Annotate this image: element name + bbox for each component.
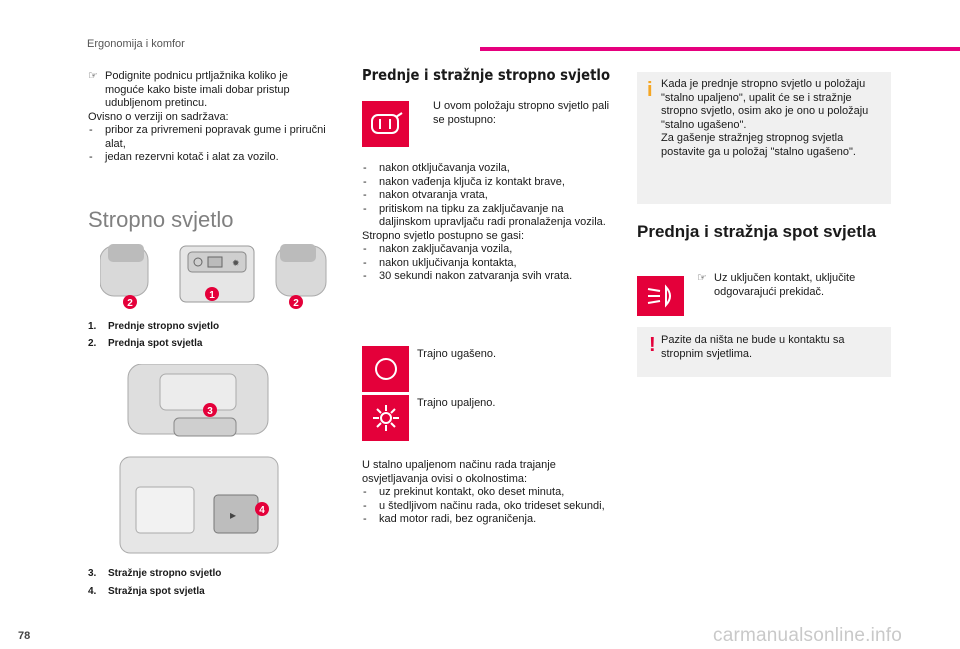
intro-item: jedan rezervni kotač i alat za vozilo. (88, 151, 328, 165)
list-item: u štedljivom načinu rada, oko trideset s… (362, 500, 617, 514)
sun-on-icon (372, 405, 399, 431)
duration-intro: U stalno upaljenom načinu rada trajanje … (362, 459, 556, 485)
off-mode-label: Trajno ugašeno. (417, 348, 497, 360)
figure-label: 2 (127, 298, 133, 309)
figure-label: 1 (209, 290, 215, 301)
list-item: nakon otvaranja vrata, (362, 189, 617, 203)
info-box: i Kada je prednje stropno svjetlo u polo… (637, 72, 891, 204)
info-icon: i (647, 79, 653, 101)
list-item: nakon uključivanja kontakta, (362, 257, 617, 271)
list-item: 30 sekundi nakon zatvaranja svih vrata. (362, 270, 617, 284)
intro-item: pribor za privremeni popravak gume i pri… (88, 124, 328, 151)
pointer-icon: ☞ (88, 70, 98, 82)
caption-2: 2.Prednja spot svjetla (88, 338, 203, 349)
off-mode-icon-box (362, 346, 409, 392)
spot-instruction: ☞ Uz uključen kontakt, uključite odgovar… (697, 272, 856, 298)
figure-label: 2 (293, 298, 299, 309)
rear-ceiling-light-figure: 3 (118, 364, 278, 446)
figure-label: 4 (259, 505, 265, 516)
page-section-title: Stropno svjetlo (88, 207, 234, 232)
info-text: Kada je prednje stropno svjetlo u položa… (661, 78, 869, 158)
warning-text: Pazite da ništa ne bude u kontaktu sa st… (661, 334, 845, 360)
front-ceiling-light-figure: ✹ 2 1 2 (100, 240, 328, 312)
spot-light-icon (647, 284, 671, 308)
off-intro: Stropno svjetlo postupno se gasi: (362, 229, 525, 242)
warning-icon: ! (649, 334, 656, 356)
door-mode-icon-box (362, 101, 409, 147)
car-door-icon (370, 112, 403, 134)
list-item: pritiskom na tipku za zaključavanje na d… (362, 203, 617, 230)
svg-text:✹: ✹ (232, 258, 240, 268)
intro-bullet: ☞ Podignite podnicu prtljažnika koliko j… (88, 70, 290, 109)
list-item: nakon zaključavanja vozila, (362, 243, 617, 257)
on-conditions-list: nakon otključavanja vozila, nakon vađenj… (362, 162, 617, 284)
warning-box: ! Pazite da ništa ne bude u kontaktu sa … (637, 327, 891, 377)
list-item: nakon vađenja ključa iz kontakt brave, (362, 176, 617, 190)
circle-off-icon (374, 358, 397, 380)
list-item: kad motor radi, bez ograničenja. (362, 513, 617, 527)
section-heading-front-rear: Prednje i stražnje stropno svjetlo (362, 66, 611, 84)
section-title: Ergonomija i komfor (87, 38, 185, 50)
intro-text: Ovisno o verziji on sadržava: (88, 110, 229, 123)
list-item: nakon otključavanja vozila, (362, 162, 617, 176)
spot-light-icon-box (637, 276, 684, 316)
watermark: carmanualsonline.info (713, 625, 903, 646)
on-mode-icon-box (362, 395, 409, 441)
page-number: 78 (18, 630, 31, 642)
pointer-icon: ☞ (697, 272, 707, 284)
svg-text:▸: ▸ (230, 508, 236, 522)
header-accent-bar (480, 47, 960, 51)
caption-4: 4.Stražnja spot svjetla (88, 586, 205, 597)
rear-spot-light-figure: ▸ 4 (118, 455, 280, 555)
section-heading-spot: Prednja i stražnja spot svjetla (637, 222, 877, 241)
list-item: uz prekinut kontakt, oko deset minuta, (362, 486, 617, 500)
caption-1: 1.Prednje stropno svjetlo (88, 321, 220, 332)
caption-3: 3.Stražnje stropno svjetlo (88, 568, 222, 579)
column-1: ☞ Podignite podnicu prtljažnika koliko j… (88, 70, 328, 165)
on-mode-label: Trajno upaljeno. (417, 397, 496, 409)
figure-label: 3 (207, 406, 213, 417)
duration-section: U stalno upaljenom načinu rada trajanje … (362, 459, 617, 527)
door-mode-text: U ovom položaju stropno svjetlo pali se … (433, 100, 610, 126)
